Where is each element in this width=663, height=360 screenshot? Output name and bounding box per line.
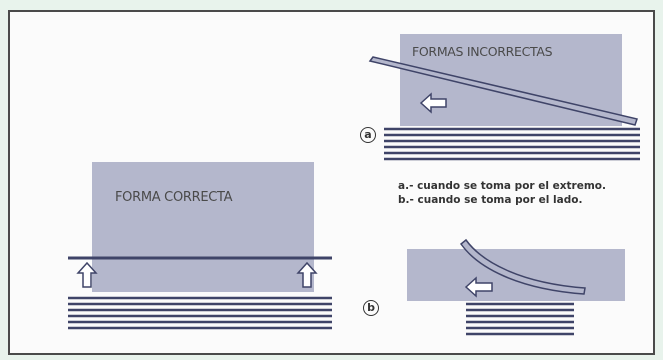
marker-a: a	[360, 127, 376, 143]
tilted-sheet-a	[368, 56, 638, 126]
title-correct: FORMA CORRECTA	[115, 190, 233, 205]
sheet-stack-b	[466, 302, 574, 336]
caption-a: a.- cuando se toma por el extremo.	[398, 180, 606, 192]
arrow-left-icon	[419, 92, 447, 114]
board-correct	[92, 162, 314, 292]
sheet-stack-a	[384, 127, 640, 161]
marker-b: b	[363, 300, 379, 316]
arrow-up-icon	[76, 261, 98, 288]
arrow-up-icon	[296, 261, 318, 288]
arrow-left-icon	[464, 276, 493, 298]
sheet-stack-correct	[68, 296, 332, 330]
caption-b: b.- cuando se toma por el lado.	[398, 194, 583, 206]
curled-sheet-b	[459, 238, 586, 295]
title-incorrect: FORMAS INCORRECTAS	[412, 44, 553, 59]
